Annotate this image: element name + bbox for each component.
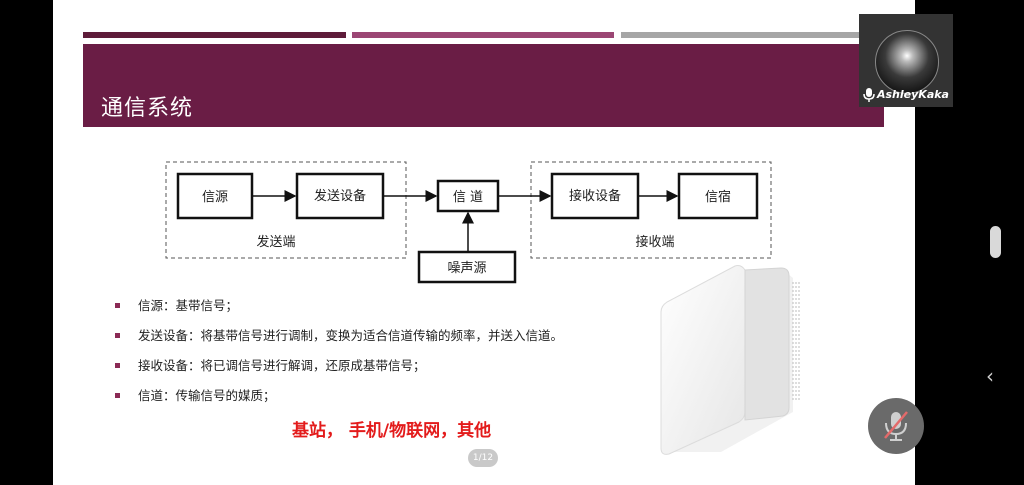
microphone-muted-icon [884, 411, 908, 441]
camera-tile[interactable]: AshleyKaka [859, 14, 953, 107]
bullet-text: 接收设备：将已调信号进行解调，还原成基带信号； [138, 358, 426, 373]
decor-bar [352, 32, 614, 38]
noise-label: 噪声源 [447, 261, 486, 276]
rx-group-label: 接收端 [635, 234, 674, 250]
participant-name: AshleyKaka [863, 88, 949, 101]
microphone-icon [863, 88, 875, 102]
transmitter-label: 发送设备 [314, 188, 366, 204]
chevron-left-icon[interactable]: ‹ [986, 364, 994, 388]
sink-label: 信宿 [705, 189, 731, 205]
slide-title: 通信系统 [101, 96, 194, 121]
bullet-marker [115, 303, 120, 308]
scroll-handle[interactable] [990, 226, 1001, 258]
bullet-text: 信道：传输信号的媒质； [138, 388, 276, 403]
bullet-marker [115, 363, 120, 368]
tx-group-label: 发送端 [256, 234, 295, 250]
noise-box [417, 250, 517, 284]
avatar [875, 30, 939, 94]
bullet-marker [115, 333, 120, 338]
receiver-label: 接收设备 [569, 188, 621, 204]
communication-diagram: 信源 发送设备 信 道 接收设备 信宿 噪声源 发送端 接收端 [165, 161, 772, 284]
decor-bar [83, 32, 346, 38]
sink-box [677, 172, 759, 220]
title-band: 通信系统 [83, 44, 884, 127]
participant-name-text: AshleyKaka [877, 88, 949, 101]
mute-button[interactable] [868, 398, 924, 454]
source-label: 信源 [202, 190, 228, 205]
decor-bar [621, 32, 883, 38]
router-device-image [660, 265, 800, 455]
page-indicator: 1/12 [468, 449, 498, 467]
presentation-slide: 通信系统 信源 发送设备 信 道 接收设备 信宿 噪声源 发送端 接收端 [53, 0, 915, 485]
bullet-text: 发送设备：将基带信号进行调制，变换为适合信道传输的频率，并送入信道。 [138, 328, 564, 343]
channel-label: 信 道 [453, 190, 483, 205]
tx-group-box [165, 161, 407, 259]
highlight-text: 基站， 手机/物联网，其他 [292, 421, 492, 441]
bullet-text: 信源：基带信号； [138, 298, 239, 313]
rx-group-box [530, 161, 772, 259]
source-box [176, 172, 254, 220]
bullet-marker [115, 393, 120, 398]
